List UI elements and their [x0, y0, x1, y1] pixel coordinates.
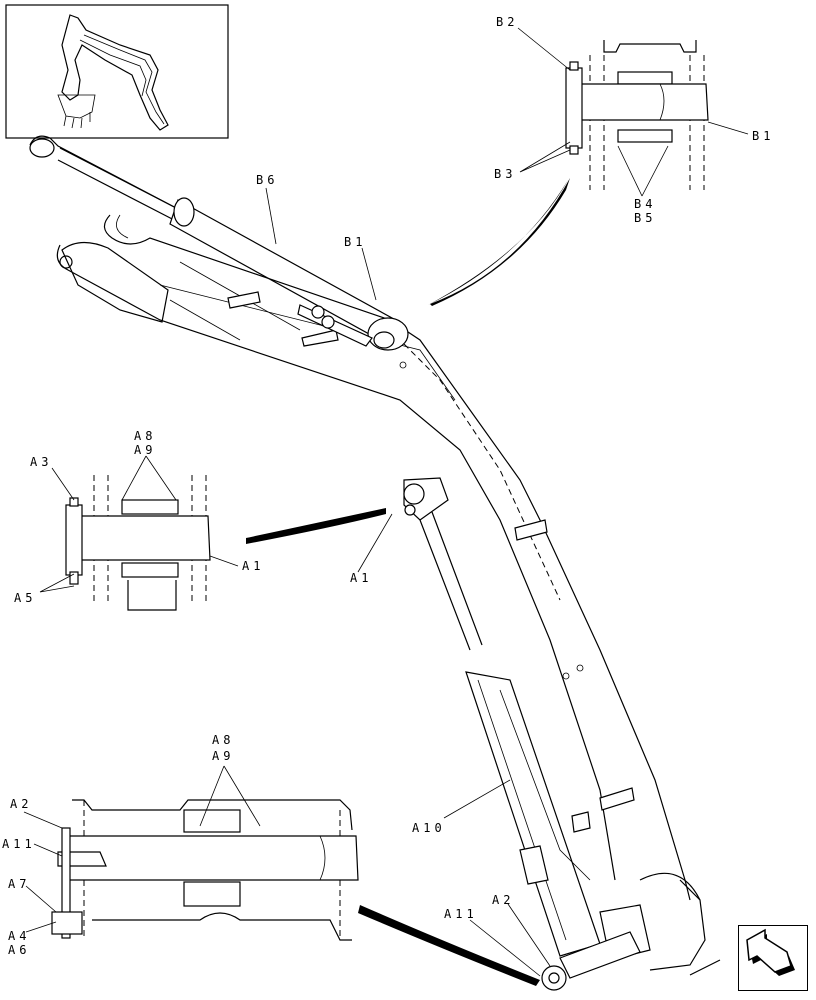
label-b3: B3: [494, 167, 516, 181]
label-b4: B4: [634, 197, 656, 211]
label-b6: B6: [256, 173, 278, 187]
next-page-arrow-icon[interactable]: [738, 925, 808, 991]
callout-labels: B2 B1 B3 B4 B5 B6 B1 A8 A9 A3 A1 A5 A1 A…: [2, 15, 774, 957]
label-b2: B2: [496, 15, 518, 29]
label-a6: A6: [8, 943, 30, 957]
detail-b-pin: [428, 40, 709, 306]
label-a1-main: A1: [350, 571, 372, 585]
label-a9-mid: A9: [134, 443, 156, 457]
label-b1-detail: B1: [752, 129, 774, 143]
arrow-glyph: [746, 928, 795, 976]
label-a7: A7: [8, 877, 30, 891]
label-a2-detail: A2: [10, 797, 32, 811]
label-b1-main: B1: [344, 235, 366, 249]
label-a4: A4: [8, 929, 30, 943]
excavator-thumbnail-icon: [5, 4, 229, 139]
label-a9-lower: A9: [212, 749, 234, 763]
label-a10: A10: [412, 821, 446, 835]
label-a8-mid: A8: [134, 429, 156, 443]
label-a11-detail: A11: [2, 837, 36, 851]
leader-lines: [23, 27, 749, 977]
label-a2-main: A2: [492, 893, 514, 907]
label-a1-detail: A1: [242, 559, 264, 573]
boom-assembly: [29, 135, 721, 991]
detail-a-pin-lower: [51, 799, 540, 986]
label-a11-main: A11: [444, 907, 478, 921]
label-a8-lower: A8: [212, 733, 234, 747]
detail-a1-pin: [65, 475, 386, 611]
label-a3: A3: [30, 455, 52, 469]
label-b5: B5: [634, 211, 656, 225]
label-a5: A5: [14, 591, 36, 605]
